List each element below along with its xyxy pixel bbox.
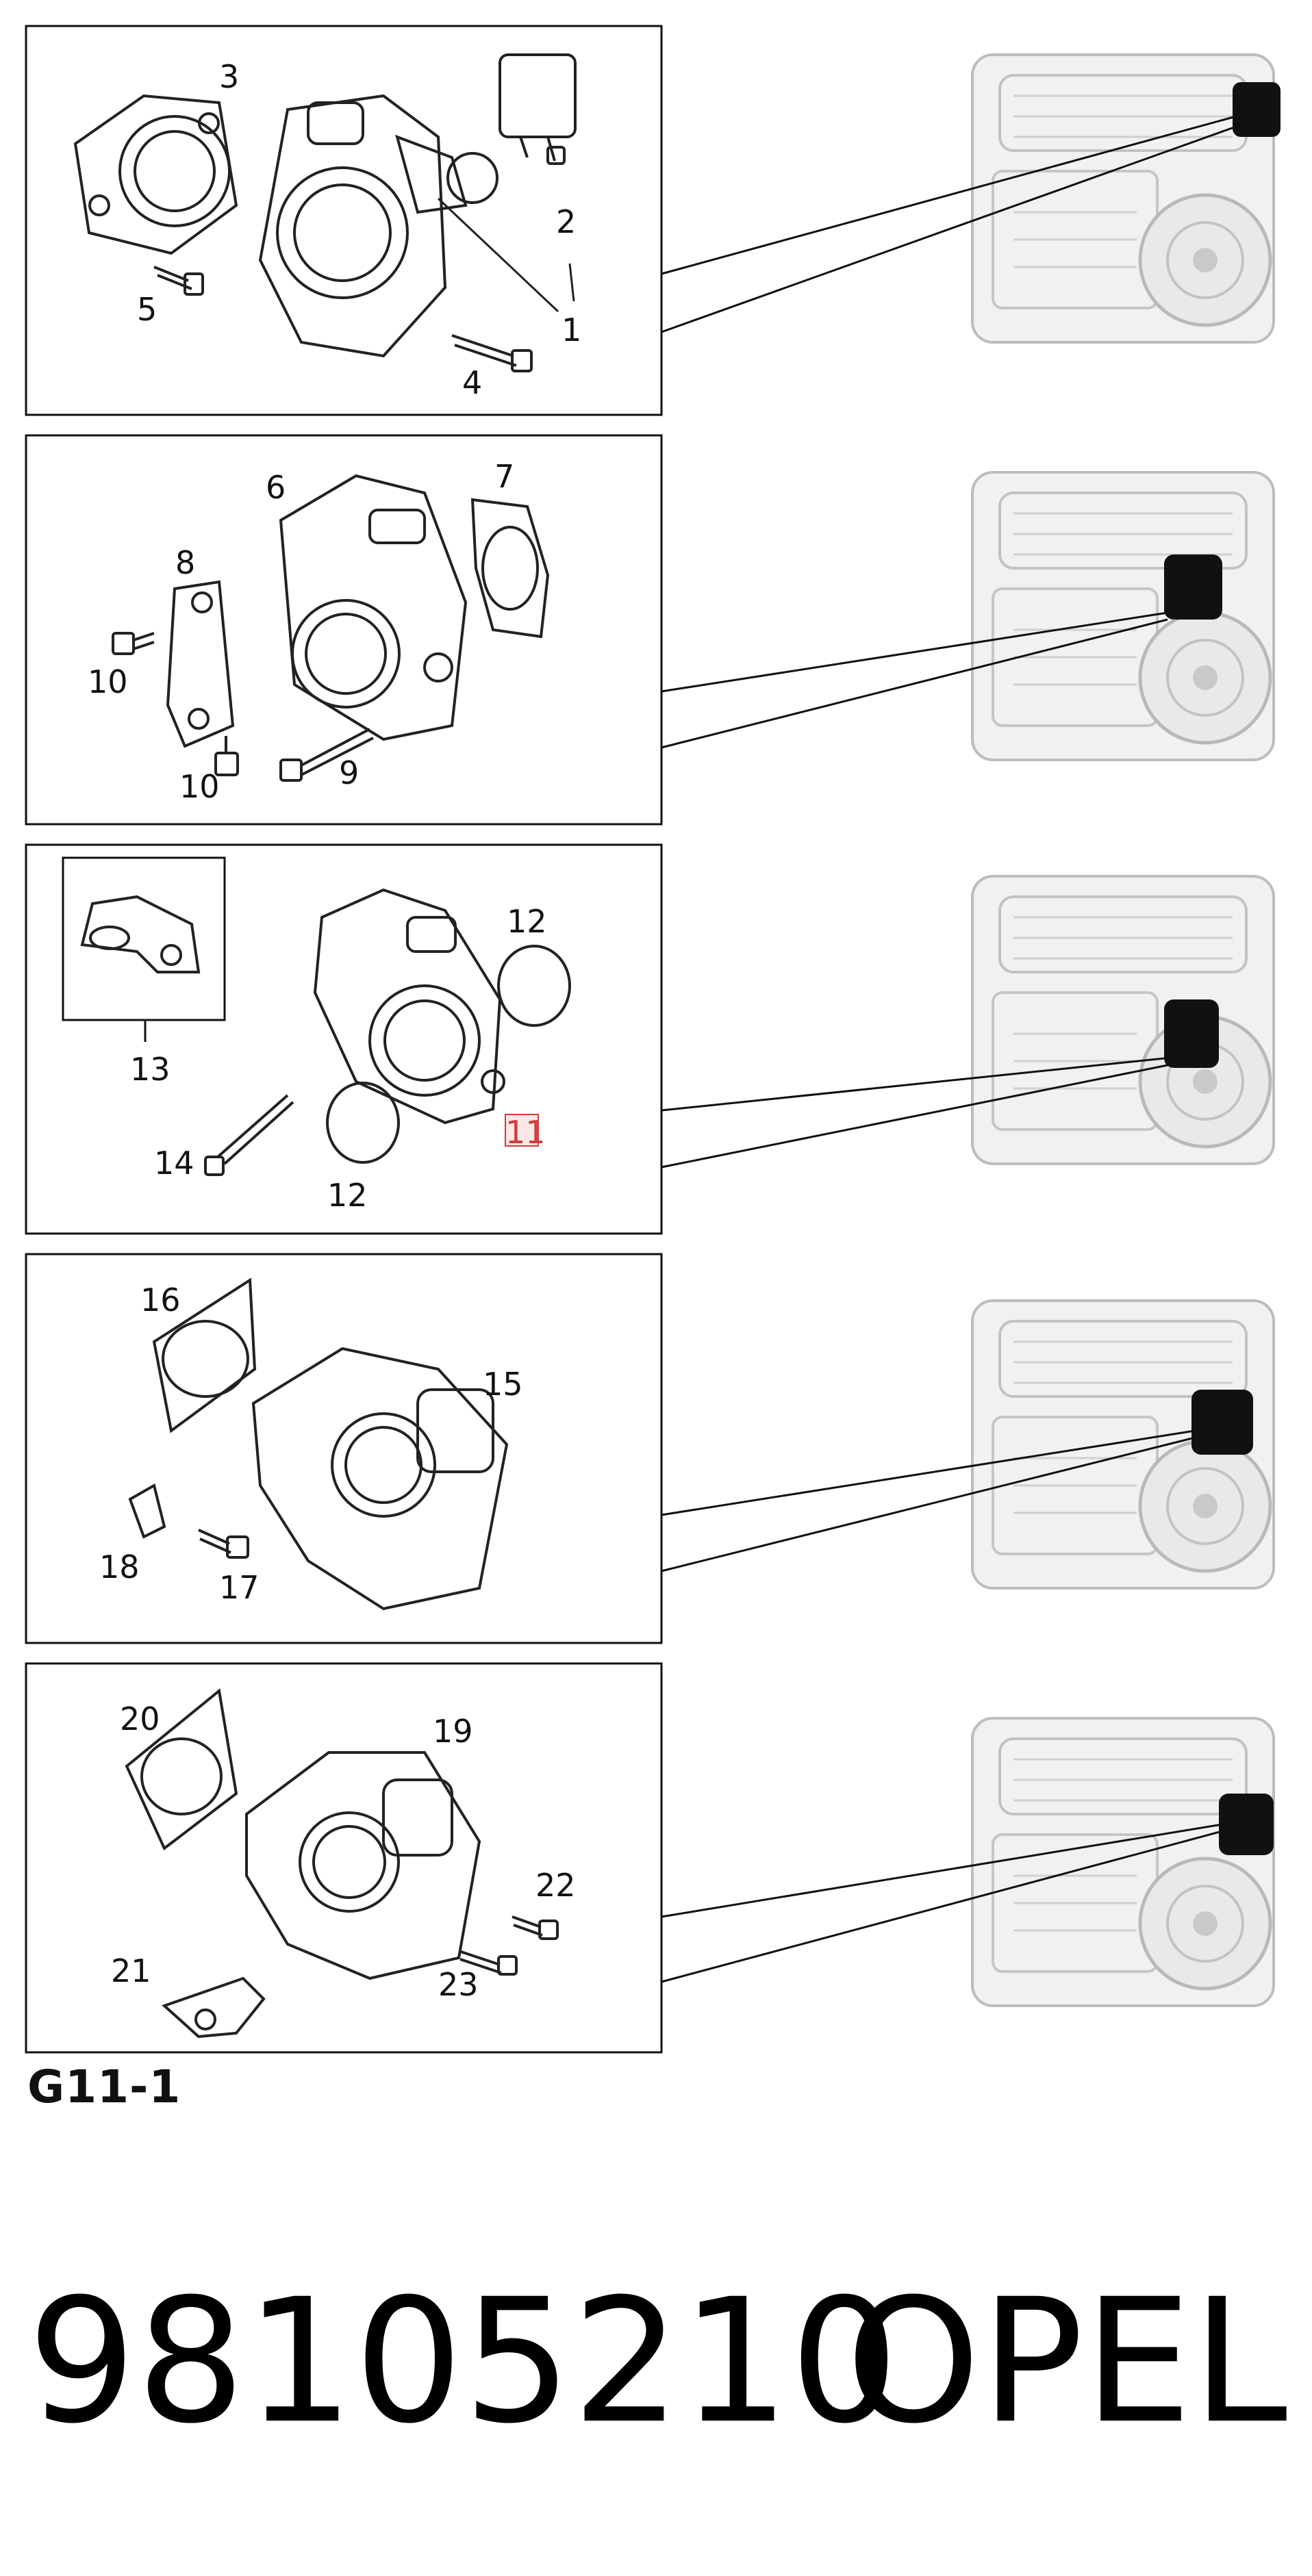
figure-code: G11-1 [27,2061,181,2113]
callout-10-a: 10 [88,663,128,700]
part-6-throttle-body [279,474,468,741]
callout-11-highlight-box [505,1114,539,1147]
brand-name: OPEL [846,2262,1287,2461]
engine-view-3 [661,876,1274,1169]
callout-13: 13 [130,1051,171,1088]
callout-6: 6 [266,469,286,506]
callout-18: 18 [99,1548,140,1585]
callout-12-a: 12 [507,903,547,940]
panel-5: 20 19 22 21 23 [25,1662,663,2054]
part-1-throttle-body [258,94,499,358]
engine-view-4 [661,1301,1274,1588]
panel-4: 16 15 18 17 [25,1253,663,1644]
part-18-clip [128,1483,166,1539]
callout-5: 5 [137,291,157,328]
callout-17: 17 [219,1569,260,1606]
callout-3: 3 [219,58,239,95]
part-11-throttle-body [313,888,505,1125]
callout-11: 11 [505,1114,546,1151]
part-16-gasket [152,1277,257,1433]
part-12-oring-lower [326,1082,400,1164]
diagram-canvas: 3 5 1 2 4 [25,25,1281,2054]
part-15-throttle-body [251,1347,509,1611]
part-5-screw [153,266,204,296]
callout-8: 8 [175,544,195,581]
part-8-bracket [166,580,235,748]
panel-1: 3 5 1 2 4 [25,25,663,416]
part-4-bolt [451,334,533,372]
part-21-bracket [162,1976,266,2039]
callout-12-b: 12 [327,1177,368,1214]
part-10-screw-b [214,736,239,776]
engine-view-2 [661,472,1274,760]
callout-2: 2 [556,203,576,240]
part-number: 98105210 [27,2262,899,2461]
part-14-bolt [204,1094,294,1176]
panel-3: 11 12 13 14 12 [25,843,663,1235]
part-2-sensor [499,53,577,165]
callout-10-b: 10 [179,768,220,805]
part-13-inset [62,856,226,1042]
engine-1-highlight [1233,82,1281,137]
part-17-screw [198,1529,249,1559]
part-19-throttle-body [245,1751,481,1980]
part-7-gasket [470,498,550,639]
callout-1: 1 [562,311,581,348]
part-22-screw [512,1915,559,1940]
callout-20: 20 [120,1700,160,1737]
part-3-flange [73,94,238,255]
callout-21: 21 [111,1952,151,1989]
engine-view-5 [661,1718,1274,2006]
callout-23: 23 [438,1966,479,2003]
part-23-bolt [458,1950,518,1976]
part-9-bolt [279,728,374,782]
callout-16: 16 [140,1281,181,1318]
panel-2: 6 7 8 10 10 9 [25,434,663,826]
part-12-oring-upper [497,945,571,1027]
callout-4: 4 [462,364,482,401]
callout-7: 7 [494,458,514,495]
part-20-gasket [125,1688,238,1851]
callout-22: 22 [535,1867,576,1904]
engine-view-1 [661,55,1281,342]
callout-15: 15 [483,1366,523,1403]
part-number-row: 98105210 OPEL [27,2259,1287,2464]
callout-19: 19 [433,1713,473,1750]
callout-14: 14 [154,1145,194,1182]
part-10-screw-a [112,632,155,655]
callout-9: 9 [339,754,359,791]
